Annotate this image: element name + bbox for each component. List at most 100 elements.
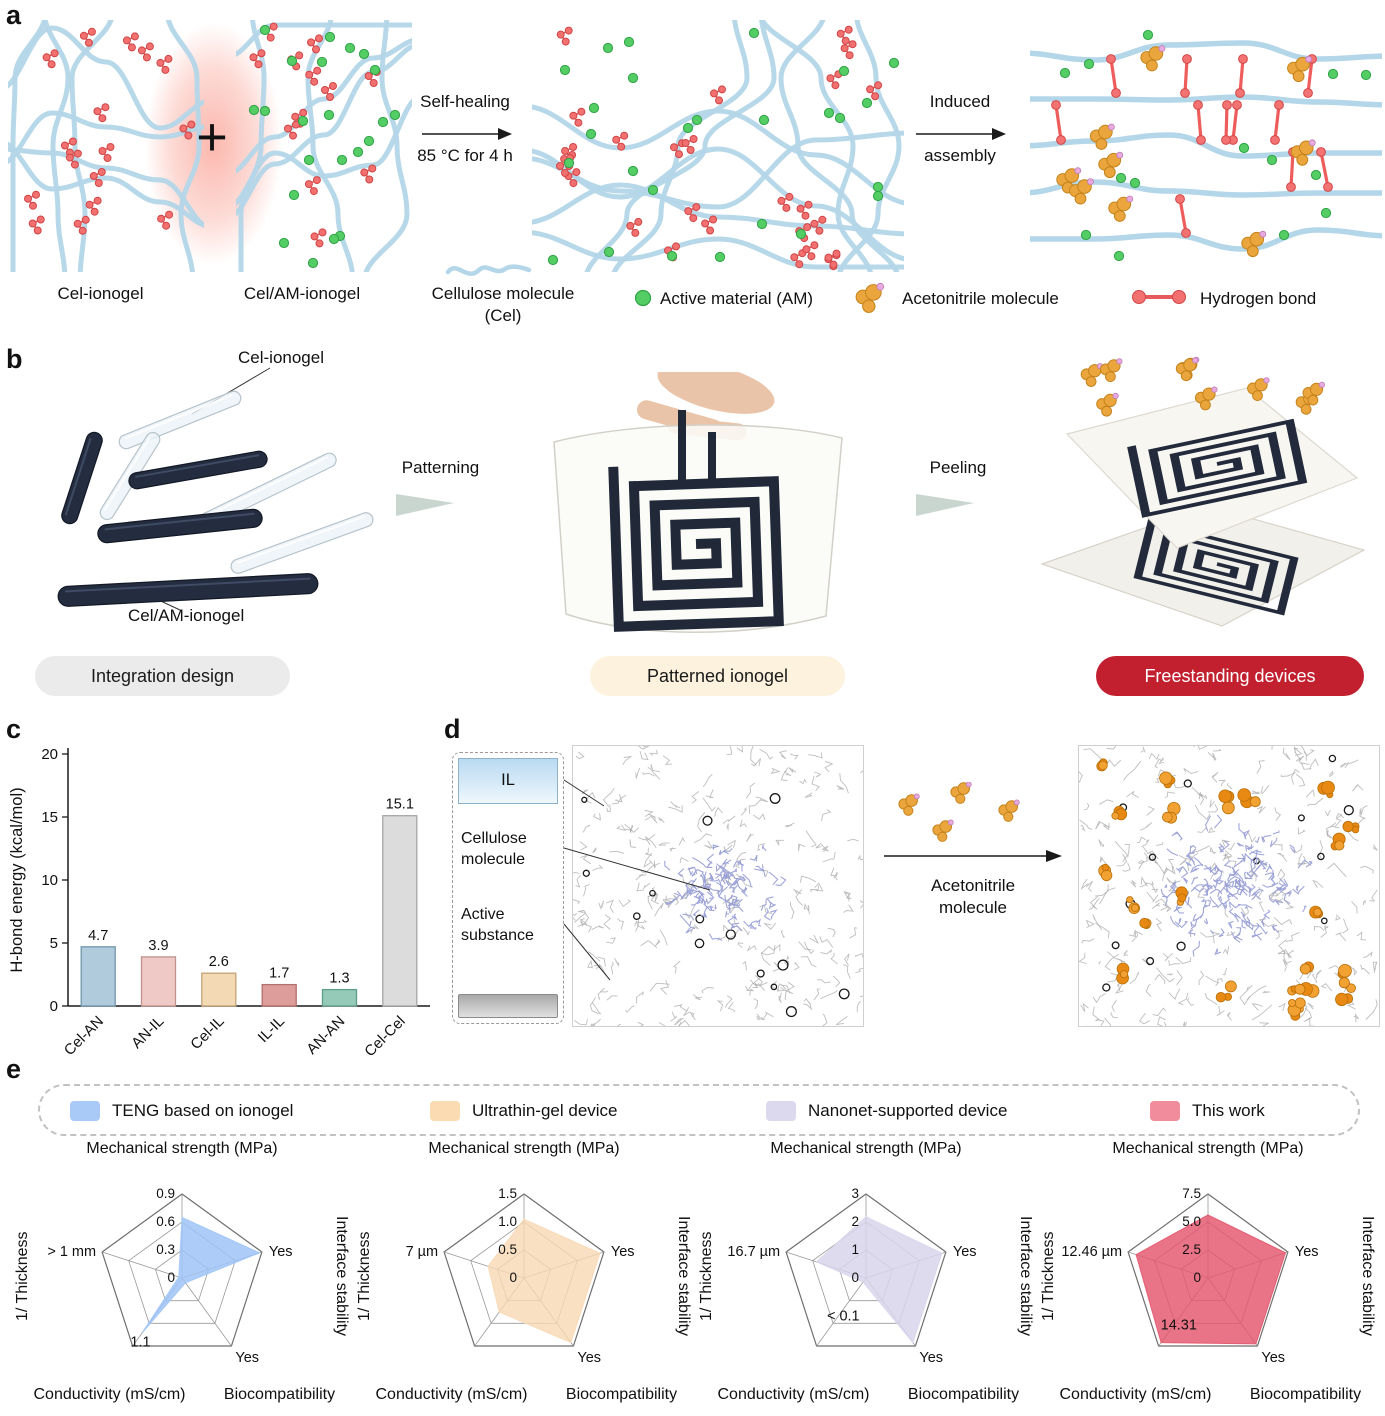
pile-label-cel-am-ionogel: Cel/AM-ionogel	[128, 606, 245, 625]
panel-a-label: a	[6, 0, 22, 30]
svg-text:1: 1	[851, 1242, 859, 1257]
svg-text:IL-IL: IL-IL	[255, 1013, 288, 1046]
caption-cel-am-ionogel: Cel/AM-ionogel	[243, 284, 361, 303]
bar-chart-ylabel: H-bond energy (kcal/mol)	[8, 787, 26, 972]
il-layer-box: IL	[458, 758, 558, 804]
radar-axis-thickness: 1/ Thickness	[356, 1231, 373, 1321]
ultrathin-label: Ultrathin-gel device	[472, 1101, 618, 1120]
svg-text:5: 5	[50, 935, 58, 952]
svg-text:7 µm: 7 µm	[406, 1244, 439, 1260]
legend-entry-nanonet: Nanonet-supported device	[766, 1101, 1007, 1121]
svg-text:10: 10	[41, 872, 58, 889]
active-substance-layer-box	[458, 994, 558, 1018]
cellulose-layer-line1: Cellulose	[461, 830, 527, 847]
network-assembled-illustration	[1030, 29, 1382, 262]
panel-c-label: c	[6, 714, 22, 744]
radar-axis-conductivity: Conductivity (mS/cm)	[717, 1386, 870, 1403]
patterning-arrow-icon	[396, 494, 454, 516]
svg-text:12.46 µm: 12.46 µm	[1061, 1244, 1122, 1260]
radar-axis-conductivity: Conductivity (mS/cm)	[33, 1386, 186, 1403]
acetonitrile-addition-arrow	[884, 782, 1062, 862]
radar-axis-interface: Interface stability	[1359, 1215, 1376, 1337]
radar-axis-interface: Interface stability	[333, 1215, 350, 1337]
acetonitrile-arrow-label-line1: Acetonitrile	[930, 876, 1016, 895]
svg-text:0: 0	[167, 1270, 175, 1285]
svg-text:AN-AN: AN-AN	[303, 1013, 348, 1058]
svg-text:Yes: Yes	[235, 1350, 259, 1366]
ultrathin-swatch	[430, 1101, 460, 1121]
svg-text:0: 0	[50, 998, 58, 1015]
active-material-icon	[634, 289, 652, 307]
svg-text:1.1: 1.1	[130, 1334, 150, 1350]
radar-axis-mechanical: Mechanical strength (MPa)	[86, 1140, 278, 1157]
svg-text:< 0.1: < 0.1	[827, 1309, 860, 1325]
radar-axis-mechanical: Mechanical strength (MPa)	[770, 1140, 962, 1157]
svg-text:Cel-IL: Cel-IL	[187, 1013, 227, 1053]
nanonet-swatch	[766, 1101, 796, 1121]
md-snapshot-after	[1078, 745, 1380, 1027]
peeling-arrow-icon	[916, 494, 974, 516]
svg-text:2.6: 2.6	[209, 954, 229, 970]
svg-text:14.31: 14.31	[1161, 1317, 1197, 1333]
network-cel-ionogel-illustration	[8, 20, 204, 272]
radar-axis-thickness: 1/ Thickness	[1040, 1231, 1057, 1321]
active-layer-label: Active substance	[453, 904, 563, 946]
svg-text:7.5: 7.5	[1182, 1186, 1201, 1201]
svg-text:0.9: 0.9	[156, 1186, 175, 1201]
peeling-label: Peeling	[929, 458, 987, 477]
svg-text:15: 15	[41, 809, 58, 826]
active-layer-line2: substance	[461, 927, 534, 944]
caption-cel-ionogel: Cel-ionogel	[57, 284, 144, 303]
self-healing-condition-label: 85 °C for 4 h	[417, 146, 513, 165]
this-work-label: This work	[1192, 1101, 1265, 1120]
svg-text:0: 0	[509, 1270, 517, 1285]
svg-text:Cel-AN: Cel-AN	[61, 1013, 107, 1059]
arrow-right-icon	[422, 128, 512, 140]
svg-text:0.6: 0.6	[156, 1214, 175, 1229]
cellulose-layer-label: Cellulose molecule	[453, 828, 563, 870]
svg-text:Yes: Yes	[919, 1350, 943, 1366]
radar-axis-biocompatibility: Biocompatibility	[1249, 1386, 1362, 1403]
this-work-swatch	[1150, 1101, 1180, 1121]
svg-text:2: 2	[851, 1214, 859, 1229]
network-cel-am-ionogel-illustration	[236, 20, 412, 272]
arrow-right-icon	[916, 128, 1006, 140]
patterning-label: Patterning	[401, 458, 480, 477]
active-layer-line1: Active	[461, 906, 505, 923]
patterned-film-illustration	[553, 372, 843, 633]
svg-text:3: 3	[851, 1186, 859, 1201]
radar-axis-biocompatibility: Biocompatibility	[223, 1386, 336, 1403]
svg-text:Yes: Yes	[611, 1244, 635, 1260]
radar-axis-biocompatibility: Biocompatibility	[907, 1386, 1020, 1403]
radar-axis-thickness: 1/ Thickness	[14, 1231, 31, 1321]
legend-active-material: Active material (AM)	[660, 289, 814, 308]
comparison-legend-box: TENG based on ionogel Ultrathin-gel devi…	[38, 1084, 1360, 1136]
caption-freestanding-devices: Freestanding devices	[1096, 656, 1364, 696]
radar-axis-interface: Interface stability	[675, 1215, 692, 1337]
svg-text:0: 0	[1193, 1270, 1201, 1285]
svg-text:5.0: 5.0	[1182, 1214, 1201, 1229]
svg-text:16.7 µm: 16.7 µm	[727, 1244, 780, 1260]
induced-label: Induced	[929, 92, 991, 111]
legend-acetonitrile: Acetonitrile molecule	[902, 289, 1059, 308]
plus-sign: +	[196, 107, 228, 167]
svg-text:1.0: 1.0	[498, 1214, 517, 1229]
legend-entry-teng: TENG based on ionogel	[70, 1101, 293, 1121]
svg-text:4.7: 4.7	[88, 928, 108, 944]
radar-axis-mechanical: Mechanical strength (MPa)	[1112, 1140, 1304, 1157]
svg-text:0.3: 0.3	[156, 1242, 175, 1257]
svg-text:20: 20	[41, 746, 58, 763]
acetonitrile-arrow-label-line2: molecule	[938, 898, 1008, 917]
svg-text:> 1 mm: > 1 mm	[47, 1244, 96, 1260]
radar-axis-biocompatibility: Biocompatibility	[565, 1386, 678, 1403]
caption-patterned-ionogel: Patterned ionogel	[590, 656, 845, 696]
teng-label: TENG based on ionogel	[112, 1101, 294, 1120]
svg-text:Yes: Yes	[269, 1244, 293, 1260]
svg-text:2.5: 2.5	[1182, 1242, 1201, 1257]
